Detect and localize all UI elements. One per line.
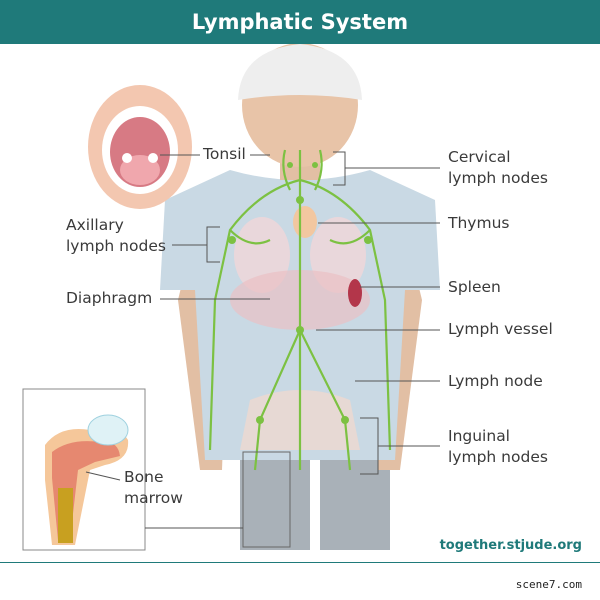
label-bone-line1: Bone [124, 468, 164, 486]
title-bar: Lymphatic System [0, 0, 600, 44]
lymphatic-illustration [22, 44, 440, 551]
label-bone-line2: marrow [124, 489, 183, 507]
page-title: Lymphatic System [191, 10, 409, 34]
lymph-node-dots [228, 162, 372, 424]
footer-divider [0, 562, 600, 563]
source-credit: together.stjude.org [439, 538, 582, 553]
label-spleen: Spleen [448, 278, 501, 296]
label-cervical-line1: Cervical [448, 148, 511, 166]
label-cervical-line2: lymph nodes [448, 169, 548, 187]
bone-inset [22, 388, 291, 551]
label-diaphragm: Diaphragm [66, 289, 153, 307]
mouth-inset [88, 85, 192, 209]
label-thymus: Thymus [448, 214, 510, 232]
leader-lines [85, 151, 440, 529]
label-inguinal-line2: lymph nodes [448, 448, 548, 466]
label-lymph-node: Lymph node [448, 372, 543, 390]
label-lymph-vessel: Lymph vessel [448, 320, 553, 338]
label-axillary-line2: lymph nodes [66, 237, 166, 255]
label-inguinal-line1: Inguinal [448, 427, 510, 445]
watermark: scene7.com [515, 578, 582, 591]
label-axillary-line1: Axillary [66, 216, 124, 234]
label-tonsil: Tonsil [203, 145, 246, 163]
